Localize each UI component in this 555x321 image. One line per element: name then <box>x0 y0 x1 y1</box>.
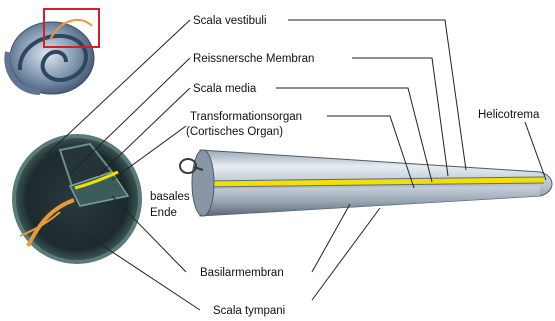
label-helicotrema: Helicotrema <box>478 109 540 121</box>
basal-end <box>192 150 214 216</box>
label-scala-media: Scala media <box>193 83 257 95</box>
label-scala-vestibuli: Scala vestibuli <box>193 15 267 27</box>
label-basilar-membrane: Basilarmembran <box>200 267 284 279</box>
leader-basilar-tube <box>312 204 350 272</box>
leader-reissner-tube <box>352 58 448 176</box>
leader-organ-section <box>112 126 186 180</box>
label-reissner-membrane: Reissnersche Membran <box>193 53 314 65</box>
label-organ-line1: Transformationsorgan <box>190 111 302 123</box>
scala-tympani-region <box>200 186 540 216</box>
cochlea-spiral-inset <box>7 9 99 94</box>
label-base-line1: basales <box>150 191 190 203</box>
label-base-line2: Ende <box>150 207 177 219</box>
leader-scala-media-section <box>98 88 190 176</box>
label-scala-tympani: Scala tympani <box>213 305 285 317</box>
uncoiled-cochlea <box>180 150 552 216</box>
cross-section <box>14 136 140 262</box>
leader-tympani-section <box>82 232 200 310</box>
leader-scala-vestibuli-tube <box>288 20 466 170</box>
label-organ-line2: (Cortisches Organ) <box>186 126 283 138</box>
